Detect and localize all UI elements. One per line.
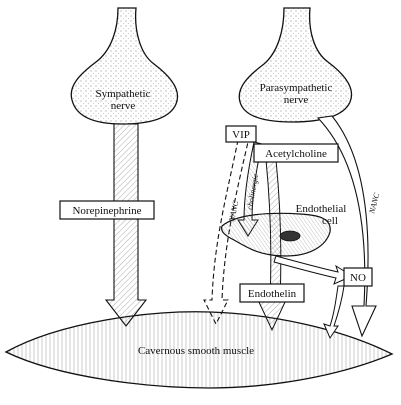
parasympathetic-nerve: Parasympathetic nerve [238,7,353,123]
sympathetic-label-line1: Sympathetic [96,88,151,100]
vip-box: VIP [225,125,257,143]
sympathetic-label-line2: nerve [111,100,136,112]
nanc-no-pathway-arrow [316,115,377,338]
parasympathetic-label-line1: Parasympathetic [260,82,333,94]
norepinephrine-box: Norepinephrine [59,200,155,220]
nanc-right-label: NANC [367,191,382,215]
cavernous-smooth-muscle: Cavernous smooth muscle [4,311,394,389]
norepinephrine-label: Norepinephrine [72,205,141,217]
endothelial-label-line2: cell [322,215,338,227]
cell-nucleus [279,230,301,242]
no-label: NO [350,272,366,284]
norepinephrine-pathway-arrow [104,123,148,327]
muscle-label: Cavernous smooth muscle [138,345,254,357]
parasympathetic-label-line2: nerve [284,94,309,106]
endothelial-cell: Endothelial cell [221,203,347,257]
endothelin-label: Endothelin [248,288,297,300]
endothelial-label-line1: Endothelial [296,203,347,215]
endothelium-to-no-arrow [273,255,354,285]
vip-label: VIP [232,129,250,141]
acetylcholine-label: Acetylcholine [265,148,327,160]
endothelin-box: Endothelin [239,283,305,303]
no-pathway-arrow [323,285,345,340]
acetylcholine-box: Acetylcholine [253,143,339,163]
sympathetic-nerve: Sympathetic nerve [70,7,179,125]
no-box: NO [343,267,373,287]
